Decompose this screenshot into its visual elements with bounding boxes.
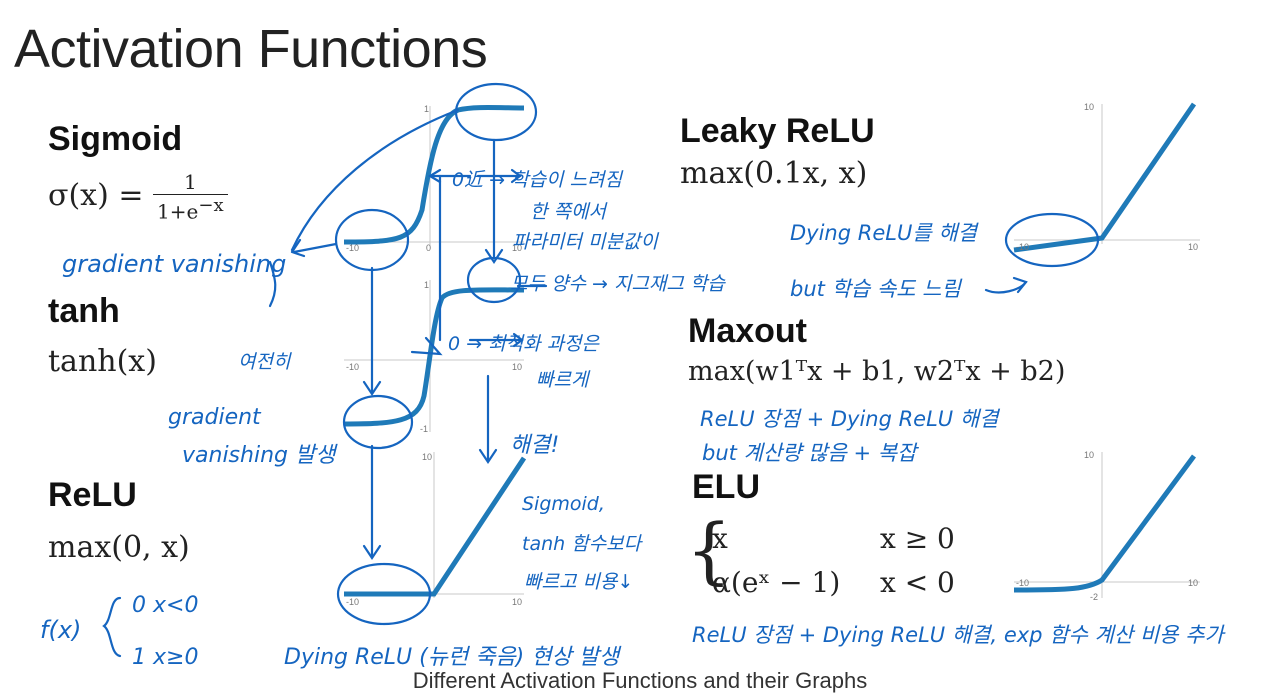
- note-fast: 빠르게: [536, 369, 591, 391]
- sigmoid-den-base: 1+e: [157, 199, 199, 224]
- relu-heading: ReLU: [48, 476, 137, 514]
- elu-brace: {: [686, 508, 732, 592]
- sigmoid-heading: Sigmoid: [48, 120, 183, 158]
- elu-tick-left: -10: [1016, 578, 1029, 588]
- elu-tick-right: 10: [1188, 578, 1198, 588]
- elu-row1-cond: x ≥ 0: [880, 522, 955, 555]
- sigmoid-numerator: 1: [153, 170, 228, 195]
- sigmoid-tick-left: -10: [346, 243, 359, 252]
- note-maxout-pro: ReLU 장점 + Dying ReLU 해결: [700, 407, 1001, 431]
- sigmoid-fraction: 1 1+e−x: [153, 170, 228, 224]
- elu-graph: 10 -10 10 -2: [1010, 448, 1206, 608]
- sigmoid-tick-mid: 0: [426, 243, 431, 252]
- sigmoid-formula: σ(x) = 1 1+e−x: [48, 170, 228, 224]
- leaky-relu-formula: max(0.1x, x): [680, 156, 868, 191]
- leaky-relu-graph: 10 -10 10: [1010, 96, 1206, 256]
- maxout-heading: Maxout: [688, 312, 807, 350]
- note-case-neg: 0 x<0: [132, 593, 198, 618]
- relu-tick-right: 10: [512, 597, 522, 607]
- note-still: 여전히: [238, 351, 292, 373]
- figure-caption: Different Activation Functions and their…: [412, 668, 868, 693]
- sigmoid-den-exp: −x: [198, 195, 224, 216]
- tanh-formula: tanh(x): [48, 344, 157, 379]
- leaky-tick-right: 10: [1188, 242, 1198, 252]
- relu-tick-left: -10: [346, 597, 359, 607]
- note-param-derivative: 파라미터 미분값이: [512, 231, 659, 253]
- leaky-relu-heading: Leaky ReLU: [680, 112, 875, 150]
- note-sigmoid: Sigmoid,: [522, 493, 605, 515]
- elu-row1-expr: x: [712, 522, 728, 555]
- maxout-formula: max(w1ᵀx + b1, w2ᵀx + b2): [688, 356, 1066, 387]
- note-maxout-con: but 계산량 많음 + 복잡: [702, 441, 919, 465]
- sigmoid-graph: 1 -10 0 10: [340, 100, 530, 252]
- note-leaky-fix: Dying ReLU를 해결: [790, 221, 980, 245]
- note-one-side: 한 쪽에서: [530, 201, 608, 223]
- note-vanishing-occurs: vanishing 발생: [182, 443, 338, 468]
- note-dying-relu: Dying ReLU (뉴런 죽음) 현상 발생: [284, 645, 622, 670]
- sigmoid-lhs: σ(x) =: [48, 177, 144, 213]
- tanh-tick-bottom: -1: [420, 424, 428, 434]
- sigmoid-denominator: 1+e−x: [153, 195, 228, 224]
- note-gradient: gradient: [168, 405, 262, 430]
- note-case-pos: 1 x≥0: [132, 645, 198, 670]
- relu-formula: max(0, x): [48, 530, 190, 565]
- sigmoid-tick-top: 1: [424, 104, 429, 114]
- note-elu: ReLU 장점 + Dying ReLU 해결, exp 함수 계산 비용 추가: [692, 623, 1226, 647]
- annotation-arrow-2: [292, 242, 338, 254]
- relu-graph: 10 -10 10: [340, 448, 530, 608]
- page-title: Activation Functions: [14, 19, 488, 79]
- tanh-graph: 1 -10 10 -1: [340, 276, 530, 436]
- tanh-heading: tanh: [48, 292, 120, 330]
- elu-row2-cond: x < 0: [880, 566, 955, 599]
- note-leaky-slow: but 학습 속도 느림: [790, 277, 962, 301]
- elu-tick-bottom: -2: [1090, 592, 1098, 602]
- elu-row2-expr: α(eˣ − 1): [712, 566, 841, 599]
- note-fx: f(x): [40, 616, 81, 644]
- elu-heading: ELU: [692, 468, 760, 506]
- note-gradient-vanishing: gradient vanishing: [62, 250, 286, 278]
- leaky-tick-top: 10: [1084, 102, 1094, 112]
- tanh-tick-top: 1: [424, 280, 429, 290]
- tanh-tick-left: -10: [346, 362, 359, 372]
- note-fast-cheap: 빠르고 비용↓: [524, 571, 633, 593]
- leaky-tick-left: -10: [1016, 242, 1029, 252]
- tanh-tick-right: 10: [512, 362, 522, 372]
- note-zigzag: 모두 양수 → 지그재그 학습: [510, 273, 726, 295]
- note-tanh-compare: tanh 함수보다: [522, 533, 644, 555]
- relu-tick-top: 10: [422, 452, 432, 462]
- elu-tick-top: 10: [1084, 450, 1094, 460]
- sigmoid-tick-right: 10: [512, 243, 522, 252]
